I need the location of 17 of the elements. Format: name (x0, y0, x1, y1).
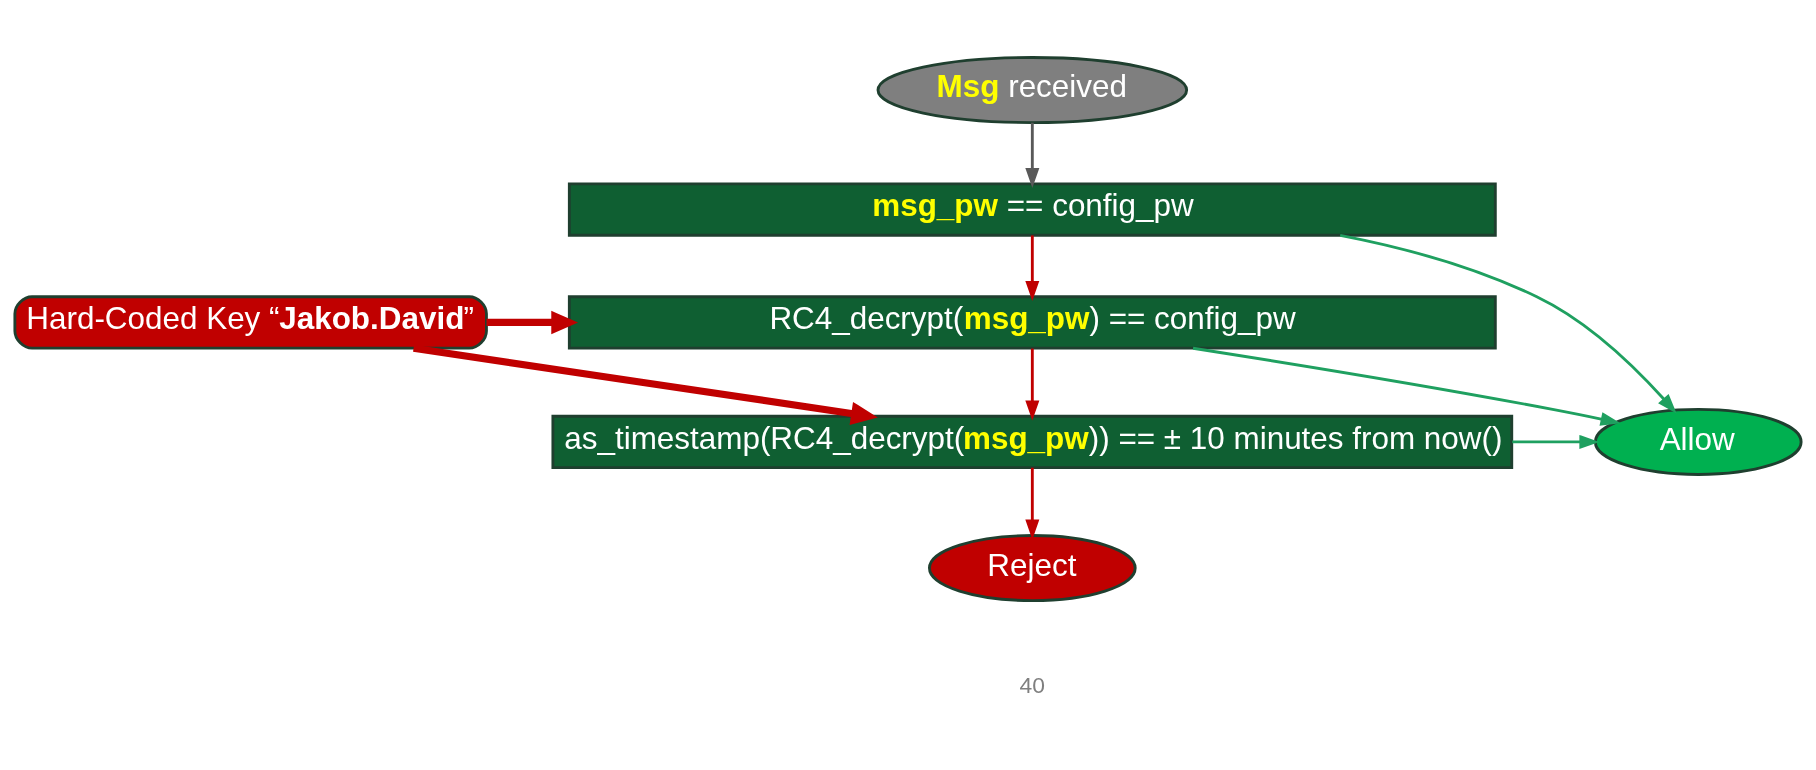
arrow (1025, 467, 1040, 540)
node-ellipse: Msg received (876, 55, 1189, 124)
node-box: msg_pw == config_pw (567, 181, 1497, 237)
node-box: RC4_decrypt(msg_pw) == config_pw (567, 294, 1497, 350)
arrow (1512, 434, 1600, 449)
node-ellipse: Allow (1593, 407, 1803, 476)
arrow (413, 344, 878, 425)
arrow (1339, 233, 1677, 414)
arrow (1025, 234, 1040, 301)
node-box: as_timestamp(RC4_decrypt(msg_pw)) == ± 10 minutes from now() (551, 414, 1514, 469)
arrow (1192, 346, 1621, 426)
node-ellipse: Reject (928, 533, 1137, 602)
arrow (1025, 122, 1040, 188)
label: 40 (1019, 671, 1046, 698)
node-box: Hard-Coded Key “Jakob.David” (13, 294, 488, 350)
arrow (1025, 348, 1040, 421)
arrow (486, 310, 579, 334)
